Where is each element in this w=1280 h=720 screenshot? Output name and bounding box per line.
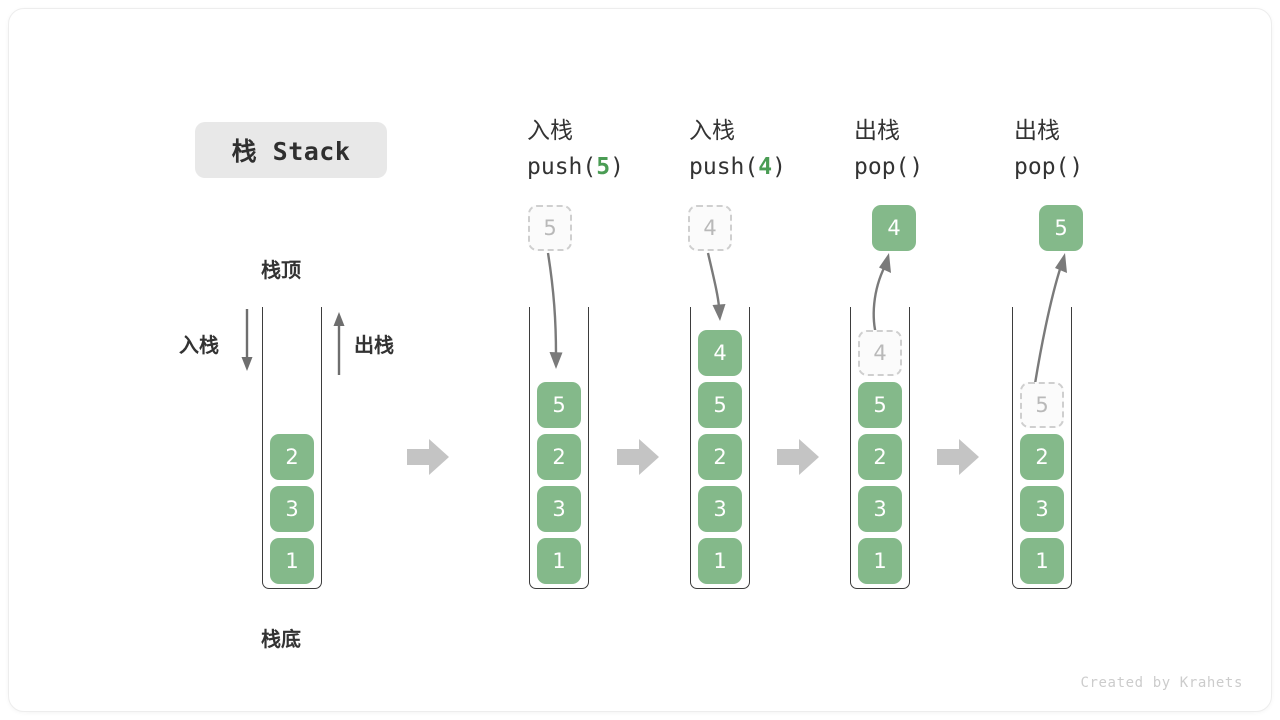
push-direction-arrow-icon — [241, 309, 253, 371]
stack-cell: 4 — [698, 330, 742, 376]
flow-arrow-icon — [407, 439, 449, 475]
external-value-box: 4 — [872, 205, 916, 251]
column-header-pop-1: 出栈 pop() — [854, 118, 924, 180]
flow-arrow-icon — [937, 439, 979, 475]
pop-motion-arrow-icon — [1032, 253, 1067, 391]
stack-bottom-label: 栈底 — [261, 627, 301, 651]
external-value-box: 4 — [688, 205, 732, 251]
stack-cell: 3 — [858, 486, 902, 532]
credit-footer: Created by Krahets — [1080, 675, 1243, 691]
stack-cell: 3 — [537, 486, 581, 532]
push-motion-arrow-icon — [546, 252, 563, 369]
column-header-pop-2: 出栈 pop() — [1014, 118, 1084, 180]
stack-cell: 5 — [537, 382, 581, 428]
external-value-box: 5 — [528, 205, 572, 251]
column-header-push-4: 入栈 push(4) — [689, 118, 786, 180]
stack-container-pop-1 — [850, 307, 910, 589]
column-header-push-5: 入栈 push(5) — [527, 118, 624, 180]
title-badge: 栈 Stack — [195, 122, 387, 178]
stack-cell: 2 — [1020, 434, 1064, 480]
title-text: 栈 Stack — [231, 137, 351, 166]
stack-container-push-4 — [690, 307, 750, 589]
push-direction-label: 入栈 — [179, 333, 219, 357]
stack-cell: 2 — [270, 434, 314, 480]
stack-container-pop-2 — [1012, 307, 1072, 589]
stack-cell: 1 — [698, 538, 742, 584]
stack-cell: 1 — [537, 538, 581, 584]
pop-direction-arrow-icon — [333, 312, 345, 375]
external-value-box: 5 — [1039, 205, 1083, 251]
flow-arrow-icon — [617, 439, 659, 475]
stack-cell: 2 — [698, 434, 742, 480]
push-motion-arrow-icon — [706, 252, 726, 321]
stack-cell: 2 — [858, 434, 902, 480]
pop-direction-label: 出栈 — [354, 333, 394, 357]
stack-top-label: 栈顶 — [261, 258, 301, 282]
stack-cell-ghost: 5 — [1020, 382, 1064, 428]
stack-cell: 1 — [858, 538, 902, 584]
stack-cell: 3 — [698, 486, 742, 532]
flow-arrow-icon — [777, 439, 819, 475]
diagram-card: 栈 Stack 栈顶 栈底 入栈 出栈 2 3 1 入栈 push(5) 5 — [8, 8, 1272, 712]
stack-cell-ghost: 4 — [858, 330, 902, 376]
stack-container-initial — [262, 307, 322, 589]
stack-cell: 1 — [1020, 538, 1064, 584]
stack-container-push-5 — [529, 307, 589, 589]
stack-cell: 5 — [858, 382, 902, 428]
stack-cell: 5 — [698, 382, 742, 428]
stack-cell: 1 — [270, 538, 314, 584]
stack-cell: 3 — [1020, 486, 1064, 532]
stack-cell: 2 — [537, 434, 581, 480]
stack-cell: 3 — [270, 486, 314, 532]
